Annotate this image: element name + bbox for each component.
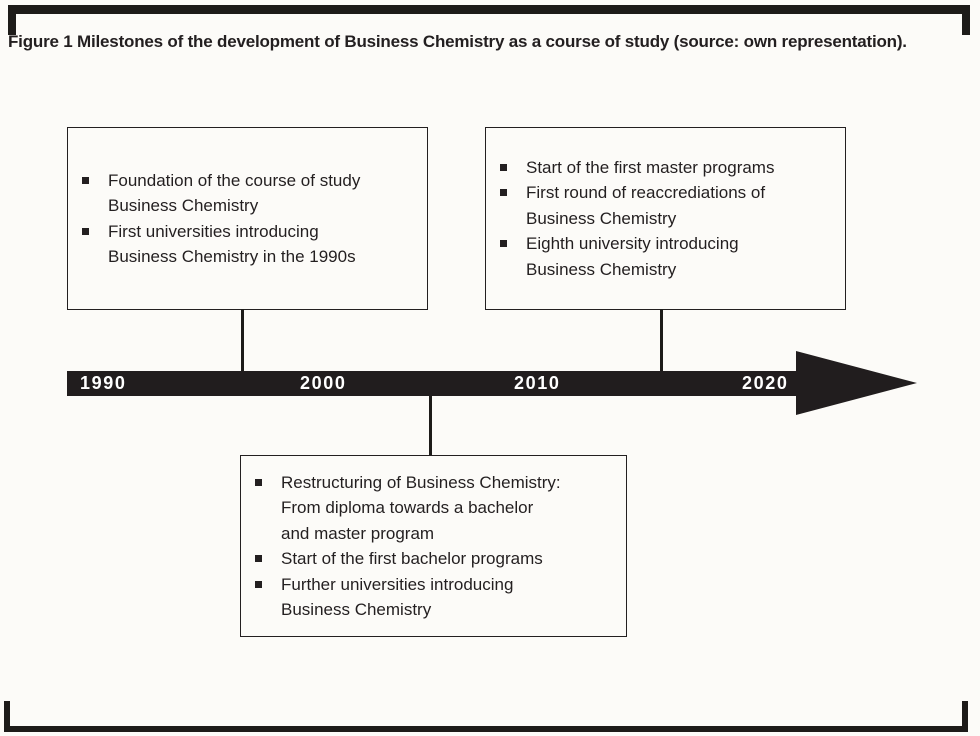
milestone-text-line: and master program	[281, 523, 435, 543]
milestone-text-line: First round of reaccrediations of	[526, 183, 766, 203]
milestone-box-2010s: Start of the first master programs First…	[485, 127, 846, 310]
year-label-2010: 2010	[514, 373, 561, 393]
frame-top-line	[8, 5, 970, 14]
milestone-text-line: From diploma towards a bachelor	[281, 498, 534, 517]
milestone-text-line: Restructuring of Business Chemistry:	[281, 472, 561, 492]
year-label-2000: 2000	[300, 373, 347, 393]
connector-line-2010s	[660, 309, 663, 372]
milestone-text-line: Start of the first master programs	[526, 157, 775, 177]
milestone-text-line: Business Chemistry in the 1990s	[108, 247, 356, 266]
bullet-square-icon	[500, 163, 507, 171]
figure-caption: Figure 1 Milestones of the development o…	[8, 32, 907, 51]
milestone-item: First universities introducing Business …	[68, 219, 427, 270]
milestone-text-line: Business Chemistry	[526, 208, 677, 228]
connector-line-2000s	[429, 395, 432, 456]
timeline-arrowhead-icon	[796, 351, 917, 415]
bullet-square-icon	[255, 555, 262, 562]
connector-line-1990s	[241, 309, 244, 372]
bullet-square-icon	[82, 227, 89, 235]
milestone-item: Further universities introducing Busines…	[241, 572, 626, 623]
milestone-item: Restructuring of Business Chemistry: Fro…	[241, 470, 626, 547]
milestone-item: Eighth university introducing Business C…	[486, 231, 845, 282]
year-label-2020: 2020	[742, 373, 789, 393]
milestone-text-line: Eighth university introducing	[526, 234, 739, 254]
frame-bottom-left-corner	[4, 701, 10, 732]
frame-top-left-corner	[8, 5, 16, 35]
milestone-item: Foundation of the course of study Busine…	[68, 168, 427, 219]
milestone-text-line: Business Chemistry	[526, 259, 677, 279]
bullet-square-icon	[500, 240, 507, 248]
milestone-text-line: Start of the first bachelor programs	[281, 549, 543, 568]
milestone-list: Restructuring of Business Chemistry: Fro…	[241, 470, 626, 623]
milestone-text-line: Business Chemistry	[108, 196, 259, 215]
milestone-text-line: First universities introducing	[108, 221, 319, 241]
timeline-bar	[67, 371, 830, 396]
milestone-text-line: Further universities introducing	[281, 574, 514, 594]
bullet-square-icon	[255, 580, 262, 588]
milestone-text-line: Foundation of the course of study	[108, 170, 361, 190]
milestone-item: Start of the first master programs	[486, 155, 845, 181]
milestone-text-line: Business Chemistry	[281, 600, 432, 619]
milestone-item: Start of the first bachelor programs	[241, 546, 626, 572]
frame-bottom-right-corner	[962, 701, 968, 732]
milestone-list: Foundation of the course of study Busine…	[68, 168, 427, 270]
bullet-square-icon	[255, 478, 262, 486]
bullet-square-icon	[500, 189, 507, 197]
frame-bottom-line	[4, 726, 968, 732]
milestone-box-2000s: Restructuring of Business Chemistry: Fro…	[240, 455, 627, 637]
bullet-square-icon	[82, 176, 89, 184]
milestone-box-1990s: Foundation of the course of study Busine…	[67, 127, 428, 310]
milestone-list: Start of the first master programs First…	[486, 155, 845, 283]
milestone-item: First round of reaccrediations of Busine…	[486, 180, 845, 231]
year-label-1990: 1990	[80, 373, 127, 393]
frame-top-right-corner	[962, 5, 970, 35]
